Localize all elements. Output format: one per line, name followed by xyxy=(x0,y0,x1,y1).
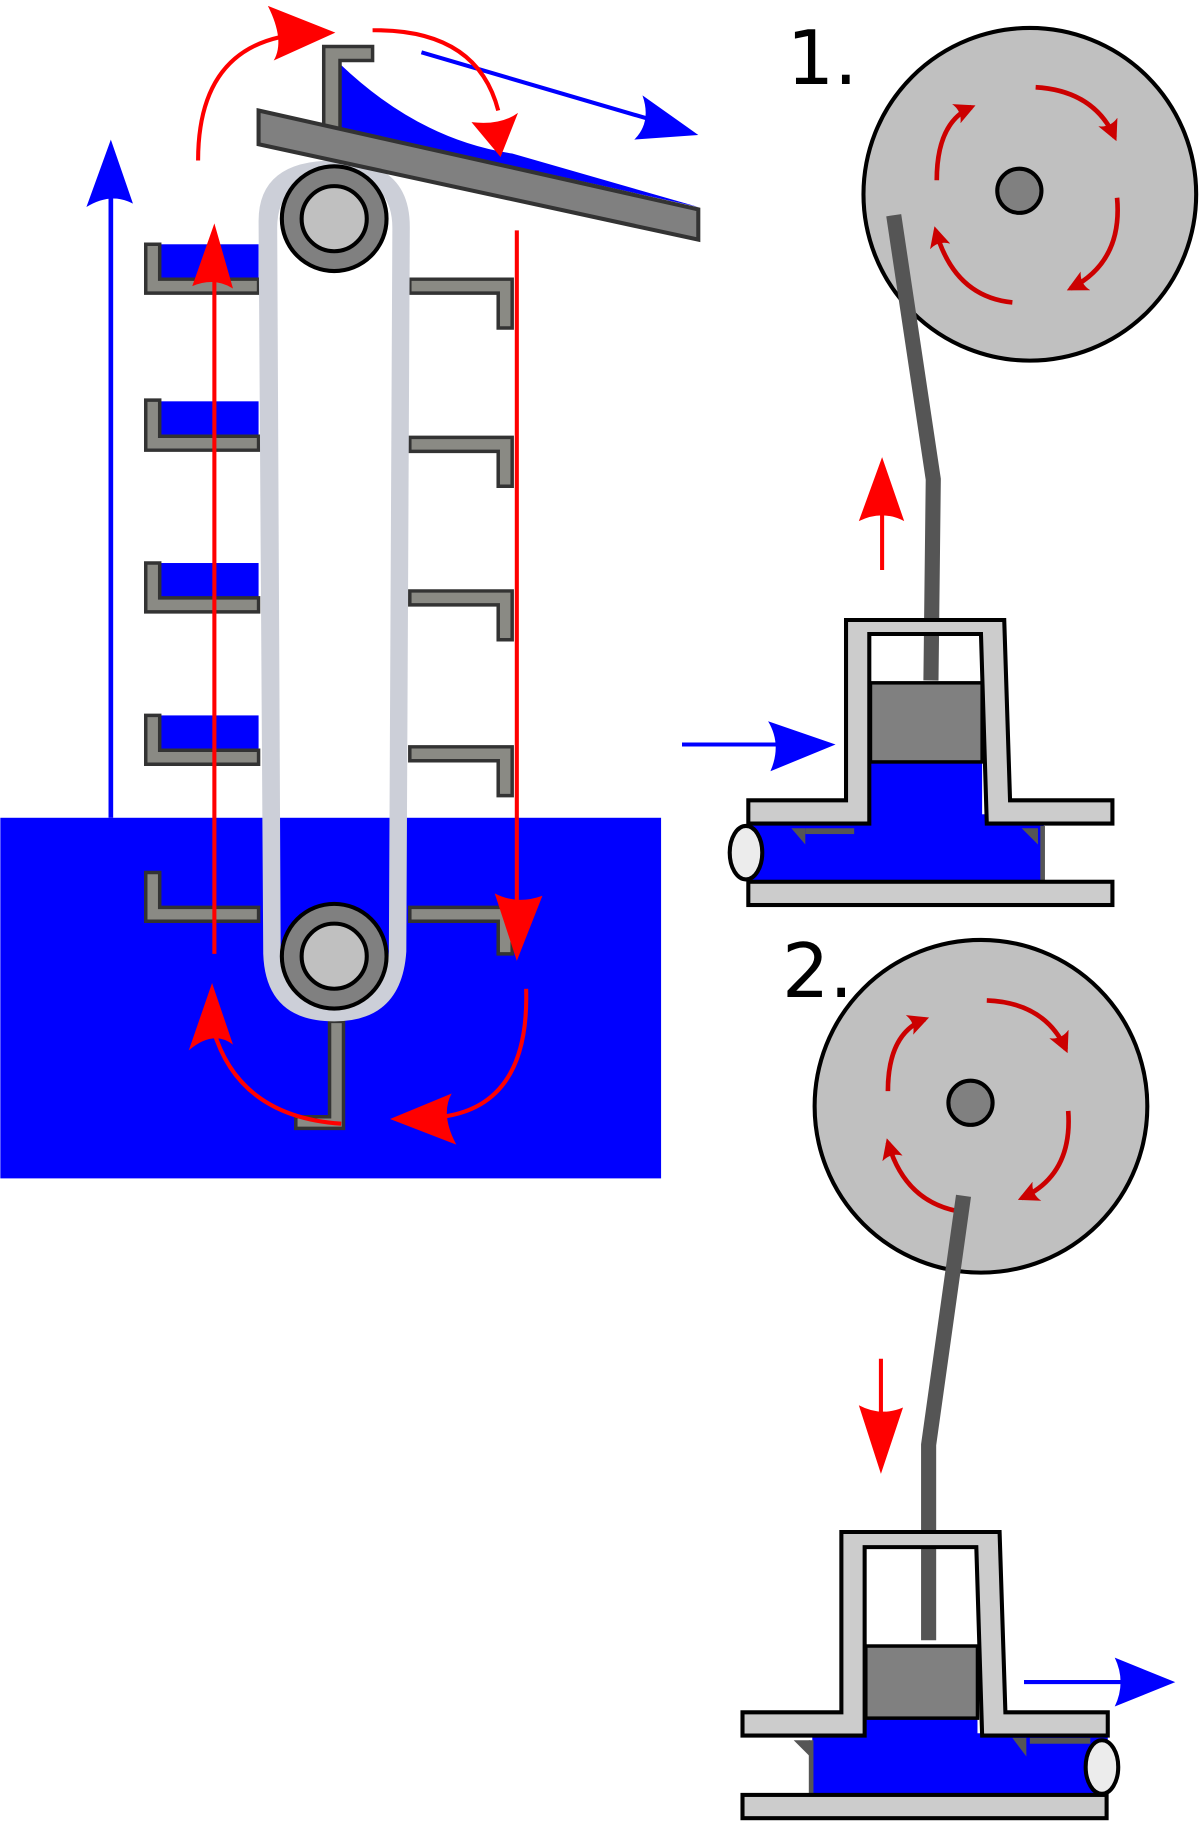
top-curve-arrow-right xyxy=(372,28,501,112)
piston-2-water xyxy=(865,1718,978,1742)
valve-2 xyxy=(1083,1738,1121,1796)
conveyor-belt xyxy=(258,160,410,1022)
stage-2-label: 2. xyxy=(782,928,853,1015)
flywheel-1-axle xyxy=(995,166,1044,215)
water-in-arrow-icon xyxy=(682,721,836,772)
bucket-column-right xyxy=(408,277,514,956)
connecting-rod-2 xyxy=(921,1194,972,1641)
discharge-chute xyxy=(256,44,701,243)
valve-1 xyxy=(727,823,765,882)
connecting-rod-1 xyxy=(886,214,941,681)
stage-1-label: 1. xyxy=(787,15,858,102)
bucket-left-5 xyxy=(143,870,261,924)
flywheel-2-axle xyxy=(946,1078,995,1127)
flywheel-2 xyxy=(812,937,1150,1275)
up-arrow-left-head-icon xyxy=(192,223,233,289)
rotate-clockwise-icon xyxy=(930,84,1120,305)
piston-1-head xyxy=(868,681,984,764)
bottom-curve-arrow-right-head-icon xyxy=(390,1093,457,1145)
top-curve-arrow-left xyxy=(196,35,280,161)
bucket-left-4 xyxy=(143,713,261,767)
piston-down-arrow-icon xyxy=(858,1358,904,1474)
top-curve-arrow-right-head-icon xyxy=(471,112,518,158)
piston-1-water xyxy=(870,761,983,821)
piston-cylinder-1 xyxy=(727,617,1115,908)
rotate-clockwise-icon xyxy=(882,998,1071,1215)
bucket-right-3 xyxy=(408,589,514,642)
bucket-bottom xyxy=(294,1019,346,1131)
bucket-right-1 xyxy=(408,277,514,330)
water-out-arrow-icon xyxy=(1024,1657,1176,1707)
down-arrow-right-head-icon xyxy=(494,893,543,961)
circulation-arrows xyxy=(188,5,543,1145)
top-pulley xyxy=(279,164,389,274)
piston-up-arrow-icon xyxy=(858,457,905,570)
lift-arrow-icon xyxy=(86,139,133,818)
bucket-left-2 xyxy=(143,398,261,452)
bottom-curve-arrow-left xyxy=(211,1028,342,1126)
bucket-right-4 xyxy=(408,745,514,798)
flywheel-1 xyxy=(861,25,1199,363)
bucket-left-3 xyxy=(143,561,261,614)
piston-cylinder-2 xyxy=(740,1529,1121,1821)
bucket-right-2 xyxy=(408,435,514,488)
outflow-arrow-icon xyxy=(420,50,699,140)
bottom-pulley xyxy=(279,901,389,1011)
bottom-curve-arrow-left-head-icon xyxy=(188,982,233,1051)
piston-2-head xyxy=(864,1644,980,1720)
top-curve-arrow-left-head-icon xyxy=(267,5,336,61)
bottom-curve-arrow-right xyxy=(442,988,529,1119)
